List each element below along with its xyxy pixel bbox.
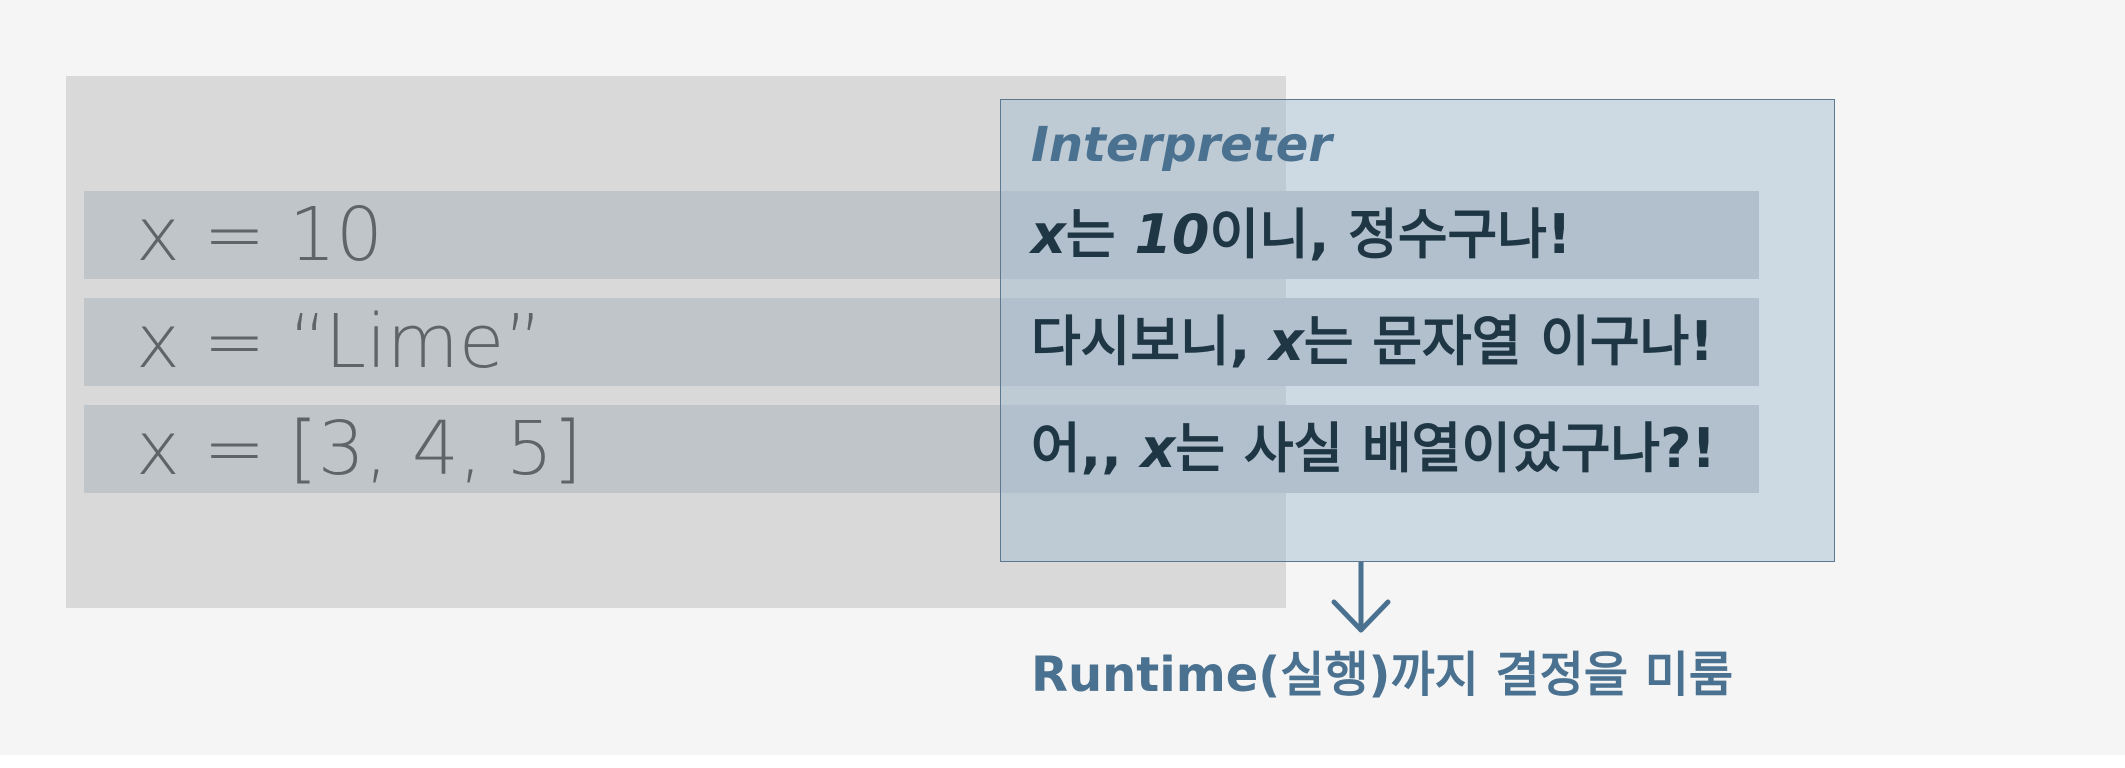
arrow-down-icon [1331,562,1391,633]
interpreter-line-1-var: x [1031,203,1066,266]
interpreter-line-2-mid: 는 문자열 이구나! [1303,310,1714,373]
interpreter-line-2: 다시보니, x는 문자열 이구나! [1031,298,1714,386]
interpreter-line-1: x는 10이니, 정수구나! [1031,191,1572,279]
interpreter-line-3-pre: 어,, [1031,417,1141,480]
code-line-3: x = [3, 4, 5] [136,406,582,492]
interpreter-line-2-pre: 다시보니, [1031,310,1270,373]
interpreter-title: Interpreter [1031,117,1332,173]
interpreter-line-1-num: 10 [1134,203,1210,266]
interpreter-line-2-var: x [1269,310,1304,373]
runtime-note: Runtime(실행)까지 결정을 미룸 [1031,647,1734,703]
interpreter-line-3-mid: 는 사실 배열이었구나?! [1175,417,1717,480]
code-row-2 [84,298,1759,386]
code-row-3 [84,405,1759,493]
code-row-1 [84,191,1759,279]
code-line-1: x = 10 [136,192,384,278]
interpreter-line-1-mid: 는 [1065,203,1135,266]
interpreter-line-3: 어,, x는 사실 배열이었구나?! [1031,405,1716,493]
code-line-2: x = “Lime” [136,299,543,385]
interpreter-line-1-post: 이니, 정수구나! [1209,203,1572,266]
interpreter-box [1000,99,1835,562]
interpreter-line-3-var: x [1140,417,1176,480]
